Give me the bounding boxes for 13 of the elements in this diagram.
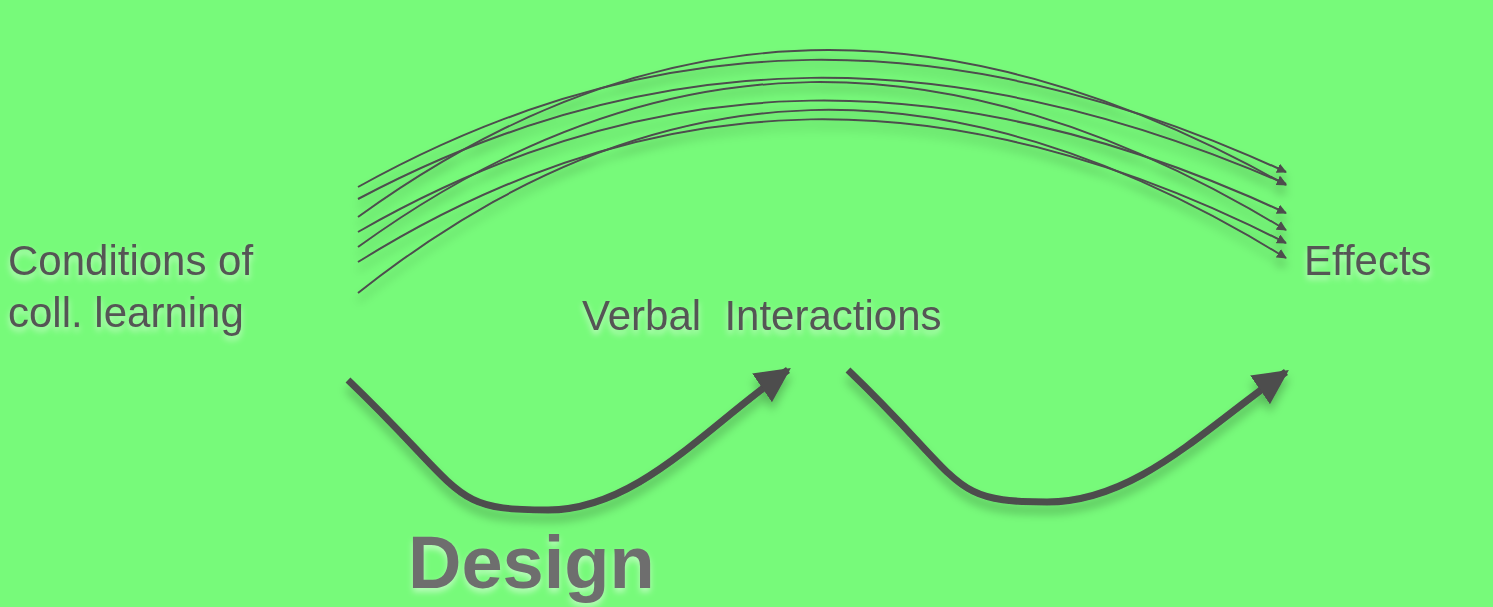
arrow <box>357 58 1287 188</box>
node-label: Conditions of coll. learning <box>8 236 255 338</box>
node-label: Verbal Interactions <box>582 291 943 341</box>
arrow <box>357 76 1287 200</box>
arrow <box>357 81 1287 248</box>
arrow <box>845 367 1289 506</box>
arrow <box>357 49 1287 218</box>
label-text: Design <box>408 520 655 605</box>
arrow <box>357 99 1287 233</box>
node-label: Effects <box>1304 236 1433 286</box>
arrow <box>357 109 1287 294</box>
arrow <box>345 367 791 514</box>
arrow <box>357 118 1287 263</box>
